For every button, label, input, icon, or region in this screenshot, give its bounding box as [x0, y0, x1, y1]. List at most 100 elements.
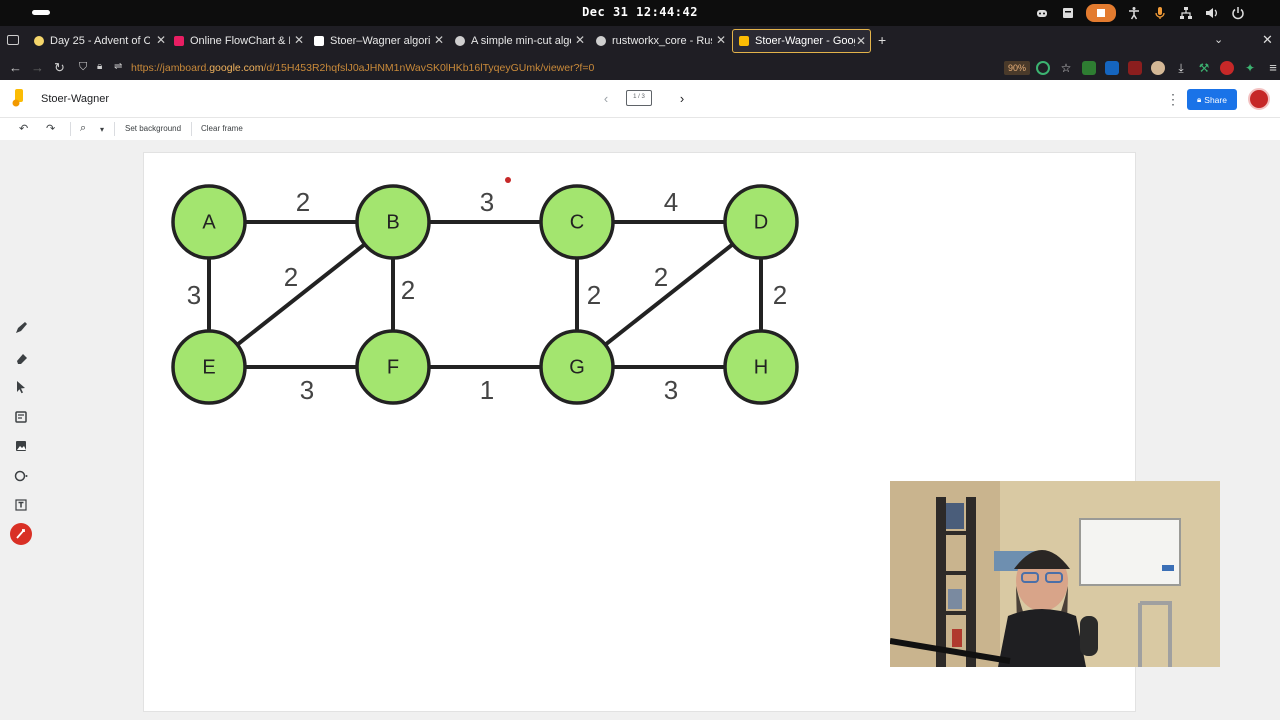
- browser-url-bar: ← → ↻ ⛉ 🔒︎ ⇌ https://jamboard.google.com…: [0, 56, 1280, 80]
- network-icon[interactable]: [1178, 5, 1194, 21]
- extension-blue-icon[interactable]: [1105, 61, 1119, 75]
- graph-node-e[interactable]: E: [171, 329, 247, 405]
- menu-hamburger-icon[interactable]: ≡: [1269, 60, 1277, 75]
- node-circle: [723, 329, 799, 405]
- tab-min-cut-paper[interactable]: A simple min-cut algori ✕: [449, 29, 589, 53]
- accessibility-icon[interactable]: [1126, 5, 1142, 21]
- extension-green-icon[interactable]: [1082, 61, 1096, 75]
- next-frame-icon[interactable]: ›: [679, 90, 685, 106]
- bookmark-star-icon[interactable]: ☆: [1060, 61, 1072, 75]
- tab-overview-icon[interactable]: [7, 35, 19, 45]
- zoom-dropdown-chevron-icon[interactable]: ▾: [100, 125, 105, 134]
- presenter-webcam-image: [890, 481, 1220, 667]
- node-label: E: [202, 356, 215, 378]
- clear-frame-button[interactable]: Clear frame: [201, 124, 243, 133]
- url-path: /d/15H453R2hqfslJ0aJHNM1nWavSK0lHKb16lTy…: [263, 62, 595, 74]
- sticky-note-tool-icon[interactable]: [9, 405, 33, 429]
- jamboard-header: Stoer-Wagner ‹ 1 / 3 › ⋮ 🔒︎ Share: [0, 80, 1280, 118]
- drawio-icon: [174, 36, 184, 46]
- graph-node-d[interactable]: D: [723, 184, 799, 260]
- permissions-icon[interactable]: ⇌: [114, 61, 123, 72]
- extension-face-icon[interactable]: [1151, 61, 1165, 75]
- tab-label: Day 25 - Advent of Code: [50, 35, 150, 47]
- zoom-icon[interactable]: ⌕: [80, 122, 87, 134]
- document-title[interactable]: Stoer-Wagner: [41, 93, 110, 105]
- edge-weight-d-h: 2: [773, 280, 787, 310]
- tab-jamboard-active[interactable]: Stoer-Wagner - Google ✕: [732, 29, 871, 53]
- tab-stoer-wagner-wikipedia[interactable]: Stoer–Wagner algorithm ✕: [308, 29, 448, 53]
- circle-shape-tool-icon[interactable]: [9, 464, 33, 488]
- close-tab-icon[interactable]: ✕: [715, 33, 726, 47]
- redo-icon[interactable]: ↷: [46, 123, 56, 135]
- more-options-icon[interactable]: ⋮: [1166, 91, 1180, 107]
- close-tab-icon[interactable]: ✕: [574, 33, 585, 47]
- frame-bar-toggle[interactable]: 1 / 3: [626, 90, 652, 106]
- new-tab-icon[interactable]: +: [878, 32, 887, 48]
- close-tab-icon[interactable]: ✕: [433, 33, 444, 47]
- forward-icon[interactable]: →: [31, 60, 44, 75]
- image-tool-icon[interactable]: [9, 434, 33, 458]
- tab-label: rustworkx_core - Rust: [612, 35, 712, 47]
- download-icon[interactable]: ⤓: [1178, 61, 1184, 75]
- jamboard-logo-icon[interactable]: [12, 89, 26, 107]
- tab-rustworkx-docs[interactable]: rustworkx_core - Rust ✕: [590, 29, 730, 53]
- set-background-button[interactable]: Set background: [125, 124, 182, 133]
- zoom-level-badge[interactable]: 90%: [1004, 61, 1031, 75]
- jamboard-icon: [739, 36, 749, 46]
- vpn-extension-icon[interactable]: [1036, 61, 1050, 75]
- activities-indicator[interactable]: [32, 10, 50, 15]
- profile-extension-icon[interactable]: [1220, 61, 1234, 75]
- undo-icon[interactable]: ↶: [19, 123, 29, 135]
- graph-node-g[interactable]: G: [539, 329, 615, 405]
- volume-icon[interactable]: [1204, 5, 1220, 21]
- node-circle: [723, 184, 799, 260]
- reload-icon[interactable]: ↻: [54, 60, 65, 75]
- close-window-icon[interactable]: ✕: [1262, 32, 1273, 47]
- close-tab-icon[interactable]: ✕: [155, 33, 166, 47]
- discord-icon[interactable]: [1034, 5, 1050, 21]
- account-avatar[interactable]: [1248, 88, 1270, 110]
- system-clock[interactable]: Dec 31 12:44:42: [582, 5, 698, 19]
- graph-node-f[interactable]: F: [355, 329, 431, 405]
- graph-node-h[interactable]: H: [723, 329, 799, 405]
- eraser-tool-icon[interactable]: [9, 346, 33, 370]
- address-bar-input[interactable]: https://jamboard.google.com/d/15H453R2hq…: [131, 62, 594, 74]
- microphone-icon[interactable]: [1152, 5, 1168, 21]
- lock-icon[interactable]: 🔒︎: [97, 61, 103, 72]
- screenshot-icon[interactable]: [1060, 5, 1076, 21]
- tab-advent-of-code[interactable]: Day 25 - Advent of Code ✕: [28, 29, 170, 53]
- acm-icon: [455, 36, 465, 46]
- tab-list-chevron-icon[interactable]: ⌄: [1214, 34, 1224, 46]
- previous-frame-icon[interactable]: ‹: [603, 90, 609, 106]
- tracking-shield-icon[interactable]: ⛉: [79, 61, 88, 73]
- back-icon[interactable]: ←: [9, 60, 22, 75]
- power-icon[interactable]: [1230, 5, 1246, 21]
- laser-tool-icon[interactable]: [10, 522, 32, 545]
- graph-node-b[interactable]: B: [355, 184, 431, 260]
- node-circle: [539, 184, 615, 260]
- edge-weight-b-c: 3: [480, 187, 494, 217]
- node-circle: [171, 184, 247, 260]
- url-prefix: https://jamboard.: [131, 62, 210, 74]
- star-icon: [34, 36, 44, 46]
- share-button[interactable]: 🔒︎ Share: [1187, 89, 1237, 110]
- system-tray: [1034, 4, 1246, 22]
- graph-node-c[interactable]: C: [539, 184, 615, 260]
- edge-weight-c-d: 4: [664, 187, 678, 217]
- url-domain: google.com: [209, 62, 264, 74]
- recording-indicator-icon[interactable]: [1086, 4, 1116, 22]
- close-tab-icon[interactable]: ✕: [293, 33, 304, 47]
- edge-weight-a-b: 2: [296, 187, 310, 217]
- pen-tool-icon[interactable]: [9, 316, 33, 340]
- toolbar-divider: [191, 122, 192, 136]
- node-label: A: [202, 211, 216, 233]
- select-tool-icon[interactable]: [9, 375, 33, 399]
- text-box-tool-icon[interactable]: [9, 493, 33, 517]
- extension-red-icon[interactable]: [1128, 61, 1142, 75]
- puzzle-extensions-icon[interactable]: ✦: [1244, 61, 1256, 75]
- tab-flowchart[interactable]: Online FlowChart & Diag ✕: [168, 29, 308, 53]
- graph-node-a[interactable]: A: [171, 184, 247, 260]
- tools-icon[interactable]: ⚒: [1198, 61, 1210, 75]
- node-circle: [355, 329, 431, 405]
- close-tab-icon[interactable]: ✕: [855, 34, 866, 48]
